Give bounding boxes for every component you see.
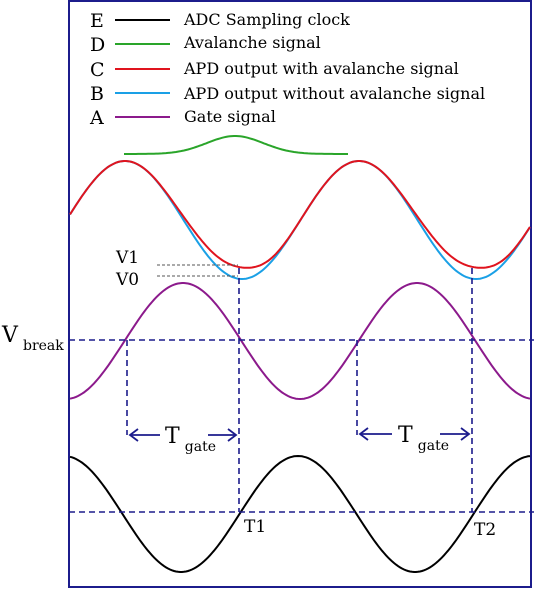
gate-signal-curve <box>69 282 531 401</box>
adc-sampling-clock-curve <box>69 454 531 573</box>
vbreak-label-sub: break <box>23 338 64 354</box>
v1-label: V1 <box>115 248 139 268</box>
legend-letter: D <box>90 34 105 56</box>
tgate-label-1: T gate <box>165 424 216 455</box>
avalanche-signal-curve <box>124 135 348 155</box>
tgate-label-sub: gate <box>185 439 216 455</box>
vbreak-label: V break <box>1 323 64 354</box>
legend-label: APD output with avalanche signal <box>183 59 459 78</box>
tgate-label-sub: gate <box>418 438 449 454</box>
legend-item-c: C APD output with avalanche signal <box>90 59 459 81</box>
tgate-label-main: T <box>165 424 180 449</box>
legend-label: APD output without avalanche signal <box>183 84 485 103</box>
legend-letter: C <box>90 59 105 81</box>
legend-item-d: D Avalanche signal <box>90 33 321 56</box>
tgate-arrow-1 <box>128 428 238 442</box>
tgate-arrow-2 <box>358 427 471 441</box>
t1-label: T1 <box>244 517 266 537</box>
t2-label: T2 <box>474 520 496 540</box>
tgate-label-main: T <box>398 423 413 448</box>
legend-item-e: E ADC Sampling clock <box>90 10 350 32</box>
v0-label: V0 <box>115 270 139 290</box>
legend-label: ADC Sampling clock <box>183 10 350 29</box>
diagram-frame <box>68 0 532 588</box>
legend-letter: A <box>89 107 104 129</box>
legend-label: Gate signal <box>184 107 276 126</box>
legend: E ADC Sampling clock D Avalanche signal … <box>89 10 485 129</box>
vbreak-label-main: V <box>1 323 19 348</box>
apd-output-with-avalanche-curve <box>69 160 531 269</box>
tgate-label-2: T gate <box>398 423 449 454</box>
legend-letter: E <box>90 10 104 32</box>
legend-item-a: A Gate signal <box>89 107 276 129</box>
legend-item-b: B APD output without avalanche signal <box>90 83 485 105</box>
legend-letter: B <box>90 83 104 105</box>
legend-label: Avalanche signal <box>183 33 321 52</box>
